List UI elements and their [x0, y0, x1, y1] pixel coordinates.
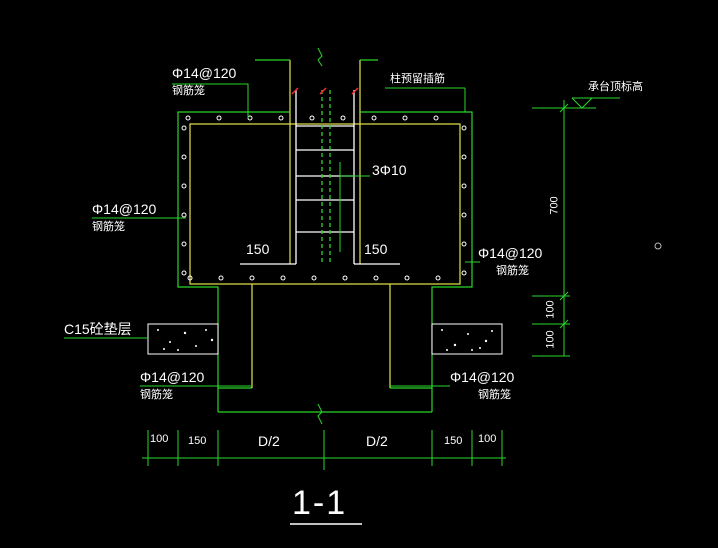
dim-100-right: 100 — [478, 433, 497, 445]
horizontal-dimension — [142, 430, 506, 470]
rebar-dot — [461, 125, 467, 131]
rebar-dot — [373, 275, 379, 281]
cap-top-elevation-label: 承台顶标高 — [588, 81, 643, 93]
dim-100-left: 100 — [150, 433, 169, 445]
dim-700: 700 — [548, 196, 561, 215]
stirrup-label: 3Φ10 — [372, 162, 407, 178]
leader-lines — [64, 83, 480, 387]
rebar-dot — [461, 241, 467, 247]
rebar-cage — [189, 123, 461, 388]
dowel-markers — [291, 87, 359, 95]
rebar-dot — [278, 115, 284, 121]
rebar-dot — [404, 275, 410, 281]
rebar-dot — [461, 270, 467, 276]
rebar-dot — [181, 183, 187, 189]
bar-label-bottom-right: Φ14@120 — [450, 369, 515, 385]
dim-150-left: 150 — [188, 435, 207, 447]
dim-d2-right: D/2 — [366, 433, 388, 449]
rebar-dot — [216, 115, 222, 121]
bar-label-right: Φ14@120 — [478, 245, 543, 261]
rebar-dots — [181, 115, 467, 281]
extension-left-label: 150 — [246, 241, 270, 257]
dim-100-upper: 100 — [544, 300, 557, 319]
column-dowel-label: 柱预留插筋 — [390, 73, 445, 85]
rebar-dot — [181, 270, 187, 276]
cage-label-top: 钢筋笼 — [172, 85, 205, 97]
bar-label-top: Φ14@120 — [172, 65, 237, 81]
break-lines — [317, 47, 323, 425]
rebar-dot — [185, 115, 191, 121]
rebar-dot — [461, 154, 467, 160]
rebar-dot — [187, 275, 193, 281]
bar-label-left: Φ14@120 — [92, 201, 157, 217]
dim-100-lower: 100 — [544, 330, 557, 349]
snap-marker — [654, 242, 662, 250]
cage-label-bottom-left: 钢筋笼 — [140, 389, 173, 401]
rebar-dot — [309, 115, 315, 121]
rebar-dot — [247, 115, 253, 121]
rebar-dot — [181, 212, 187, 218]
rebar-dot — [181, 154, 187, 160]
rebar-dot — [371, 115, 377, 121]
rebar-dot — [461, 212, 467, 218]
rebar-dot — [340, 115, 346, 121]
vertical-dimension — [532, 97, 620, 357]
column-outline — [289, 60, 361, 264]
rebar-dot — [342, 275, 348, 281]
rebar-dot — [311, 275, 317, 281]
rebar-dot — [461, 183, 467, 189]
cage-label-bottom-right: 钢筋笼 — [478, 389, 511, 401]
rebar-dot — [218, 275, 224, 281]
rebar-dot — [433, 115, 439, 121]
extension-right-label: 150 — [364, 241, 388, 257]
cushion-blocks — [147, 323, 503, 355]
cage-label-right: 钢筋笼 — [496, 265, 529, 277]
section-title: 1-1 — [292, 484, 348, 522]
cage-label-left: 钢筋笼 — [92, 221, 125, 233]
rebar-dot — [435, 275, 441, 281]
rebar-dot — [402, 115, 408, 121]
dim-d2-left: D/2 — [258, 433, 280, 449]
bar-label-bottom-left: Φ14@120 — [140, 369, 205, 385]
rebar-dot — [249, 275, 255, 281]
rebar-dot — [280, 275, 286, 281]
rebar-dot — [181, 125, 187, 131]
rebar-dot — [181, 241, 187, 247]
cap-outline — [177, 59, 473, 413]
cushion-label: C15砼垫层 — [64, 321, 132, 337]
dim-150-right: 150 — [444, 435, 463, 447]
column-dowels — [240, 90, 400, 265]
